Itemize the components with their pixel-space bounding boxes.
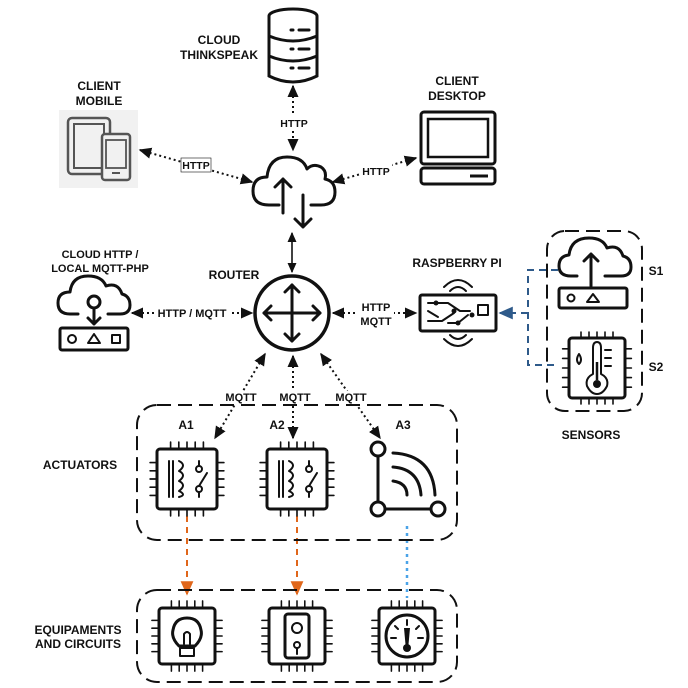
sensor-s1-label: S1 [649, 264, 664, 278]
client-mobile-label-line1: CLIENT [77, 79, 121, 93]
equipments-label-line1: EQUIPAMENTS [34, 623, 121, 637]
actuator-a3-label: A3 [395, 418, 411, 432]
link-label-router-a2: MQTT [279, 392, 310, 404]
equipment-switch-chip-icon [261, 600, 333, 672]
link-router-a1 [214, 352, 266, 440]
equipment-gauge-chip-icon [371, 600, 443, 672]
cloud-http-label-line1: CLOUD HTTP / [62, 249, 139, 261]
thingspeak-label-line1: CLOUD [198, 33, 241, 47]
link-label-router-a1: MQTT [225, 392, 256, 404]
link-label-mobile-cloud: HTTP [182, 160, 209, 172]
sensor-s2-thermometer-chip-icon [561, 331, 633, 405]
actuator-a2-label: A2 [269, 418, 285, 432]
client-mobile-label-line2: MOBILE [76, 94, 123, 108]
actuator-a2-relay-chip-icon [259, 441, 335, 517]
cloud-http-label-line2: LOCAL MQTT-PHP [51, 263, 149, 275]
actuators-group-box [136, 404, 458, 541]
link-label-router-a3: MQTT [335, 392, 366, 404]
sensor-s2-label: S2 [649, 360, 664, 374]
equipments-label-line2: AND CIRCUITS [35, 637, 121, 651]
link-label-cloud-desktop: HTTP [362, 166, 389, 178]
sensor-s1-cloud-device-icon [557, 236, 633, 310]
router-icon [253, 274, 331, 352]
link-sensors-pi [498, 269, 558, 366]
cloud-server-icon [56, 274, 132, 352]
actuator-a1-label: A1 [178, 418, 194, 432]
sensors-label: SENSORS [562, 428, 621, 442]
desktop-computer-icon [419, 110, 497, 186]
router-label: ROUTER [209, 268, 260, 282]
client-desktop-label-line1: CLIENT [435, 74, 479, 88]
thingspeak-label-line2: THINKSPEAK [180, 48, 258, 62]
link-label-router-cloudhttp: HTTP / MQTT [158, 308, 227, 320]
actuator-a1-relay-chip-icon [149, 441, 225, 517]
sensors-group-box [546, 230, 643, 412]
client-desktop-label-line2: DESKTOP [428, 89, 486, 103]
mobile-devices-icon [59, 110, 138, 188]
actuator-a3-wireless-icon [369, 440, 447, 518]
equipment-lightbulb-chip-icon [151, 600, 223, 672]
link-label-router-pi-line1: HTTP [362, 302, 391, 314]
database-icon [267, 7, 319, 84]
cloud-upload-download-icon [251, 155, 337, 229]
actuators-label: ACTUATORS [43, 458, 117, 472]
equipments-group-box [136, 589, 458, 683]
raspberry-pi-label: RASPBERRY PI [412, 256, 501, 270]
link-label-router-pi-line2: MQTT [360, 316, 391, 328]
link-label-db-cloud: HTTP [280, 118, 307, 130]
raspberry-pi-board-icon [418, 279, 498, 347]
